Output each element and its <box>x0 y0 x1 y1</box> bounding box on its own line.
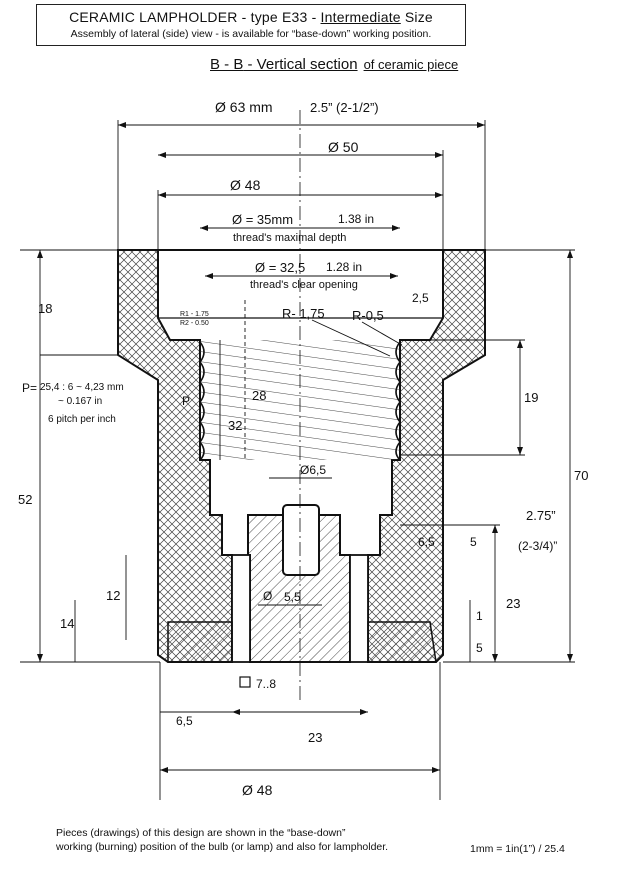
section-suffix: of ceramic piece <box>363 57 459 72</box>
dim-h32: 32 <box>228 418 242 433</box>
dim-pitch-in: ~ 0.167 in <box>58 396 102 407</box>
base-ring <box>167 621 437 663</box>
title-prefix: CERAMIC LAMPHOLDER - type E33 - <box>69 9 321 25</box>
right-pin-hole <box>349 554 369 663</box>
dim-pitch-tpi: 6 pitch per inch <box>48 414 116 425</box>
dim-d5-5: 5,5 <box>284 590 301 604</box>
right-wall-section <box>367 249 486 663</box>
thread-profile-left <box>198 341 205 461</box>
dim-d48-top: Ø 48 <box>230 177 261 193</box>
dim-w23: 23 <box>308 730 322 745</box>
dim-d63-in: 2.5” (2-1/2”) <box>310 100 379 115</box>
title-size-underlined: Intermediate <box>320 9 401 25</box>
dimension-lines <box>20 120 575 800</box>
dim-r05: R-0,5 <box>352 308 384 323</box>
center-bore <box>282 504 320 576</box>
dim-r175-small: R1 - 1.75 <box>180 311 209 318</box>
dim-h23r: 23 <box>506 596 520 611</box>
dim-r175: R- 1,75 <box>282 306 325 321</box>
dim-d50: Ø 50 <box>328 139 359 155</box>
drawing-subtitle: Assembly of lateral (side) view - is ava… <box>70 28 432 40</box>
dim-pitch-mm: 25,4 : 6 ~ 4,23 mm <box>40 382 124 393</box>
dim-h5b: 5 <box>476 641 483 655</box>
dim-h14: 14 <box>60 616 74 631</box>
dim-thread-opening: thread's clear opening <box>250 279 358 291</box>
footer-line2: working (burning) position of the bulb (… <box>56 841 389 853</box>
dim-in275: 2.75” <box>526 508 556 523</box>
dim-pitch-label: P <box>182 394 190 408</box>
dim-thread-depth: thread's maximal depth <box>233 232 346 244</box>
dim-t25: 2,5 <box>412 291 429 305</box>
dim-d63: Ø 63 mm <box>215 99 273 115</box>
dimension-labels: Ø 63 mm 2.5” (2-1/2”) Ø 50 Ø 48 Ø = 35mm… <box>18 99 588 798</box>
footer-note: Pieces (drawings) of this design are sho… <box>56 826 388 854</box>
left-wall-section <box>117 249 233 663</box>
dim-h5a: 5 <box>470 535 477 549</box>
dim-h19: 19 <box>524 390 538 405</box>
dim-d32-5-in: 1.28 in <box>326 260 362 274</box>
dim-sq78: 7..8 <box>256 677 276 691</box>
square-symbol <box>239 676 251 688</box>
dim-d35: Ø = 35mm <box>232 212 293 227</box>
dim-r2-small: R2 - 0.50 <box>180 320 209 327</box>
dim-d35-in: 1.38 in <box>338 212 374 226</box>
ceramic-body <box>117 249 486 663</box>
section-title: - Vertical section <box>243 56 358 73</box>
dim-h18: 18 <box>38 301 52 316</box>
dim-h1: 1 <box>476 609 483 623</box>
dim-d6-5: Ø6,5 <box>300 463 326 477</box>
dim-w6-5: 6,5 <box>176 714 193 728</box>
title-suffix: Size <box>400 9 433 25</box>
footer-line1: Pieces (drawings) of this design are sho… <box>56 827 346 839</box>
section-heading: B - B - Vertical section of ceramic piece <box>210 56 458 73</box>
thread-profile-right <box>395 341 402 461</box>
dim-h28: 28 <box>252 388 266 403</box>
dim-d48-bot: Ø 48 <box>242 782 273 798</box>
drawing-title: CERAMIC LAMPHOLDER - type E33 - Intermed… <box>37 7 465 27</box>
dim-d5-5-sym: Ø <box>263 589 272 603</box>
dim-h52: 52 <box>18 492 32 507</box>
dim-h70: 70 <box>574 468 588 483</box>
section-label: B - B <box>210 56 244 73</box>
left-pin-hole <box>231 554 251 663</box>
dim-pitch-p: P= <box>22 381 37 395</box>
title-box: CERAMIC LAMPHOLDER - type E33 - Intermed… <box>36 4 466 46</box>
scale-note: 1mm = 1in(1”) / 25.4 <box>470 843 565 855</box>
dim-h12: 12 <box>106 588 120 603</box>
dim-d32-5: Ø = 32,5 <box>255 260 305 275</box>
arrow-heads <box>37 122 573 773</box>
dim-in2-3-4: (2-3/4)” <box>518 539 557 553</box>
dim-h6-5: 6,5 <box>418 535 435 549</box>
